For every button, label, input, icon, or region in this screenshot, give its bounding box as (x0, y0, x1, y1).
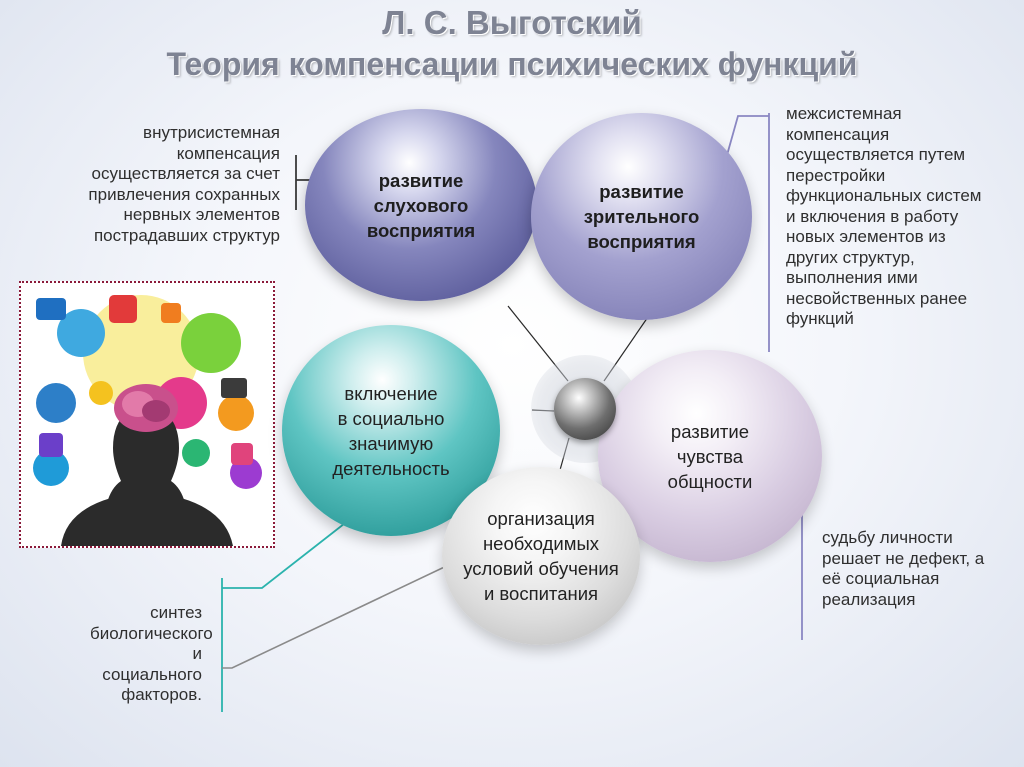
note-fate: судьбу личности решает не дефект, а её с… (822, 528, 985, 609)
note-synthesis: синтез биологического и социального факт… (90, 603, 213, 704)
bubble-hearing-perception: развитие слухового восприятия (305, 109, 537, 301)
head-media-illustration (19, 281, 275, 548)
bubble-social-activity: включение в социально значимую деятельно… (282, 325, 500, 536)
note-intrasystem: внутрисистемная компенсация осуществляет… (88, 123, 280, 245)
center-sphere (554, 378, 616, 440)
bubble-learning-conditions: организация необходимых условий обучения… (442, 467, 640, 645)
bubble-visual-perception: развитие зрительного восприятия (531, 113, 752, 320)
title-theory: Теория компенсации психических функций (166, 46, 858, 82)
head-with-brain-and-media-icons (21, 283, 273, 546)
note-intersystem: межсистемная компенсация осуществляется … (786, 104, 982, 328)
bubble-sense-of-community: развитие чувства общности (598, 350, 822, 562)
title-author: Л. С. Выготский (382, 4, 642, 41)
